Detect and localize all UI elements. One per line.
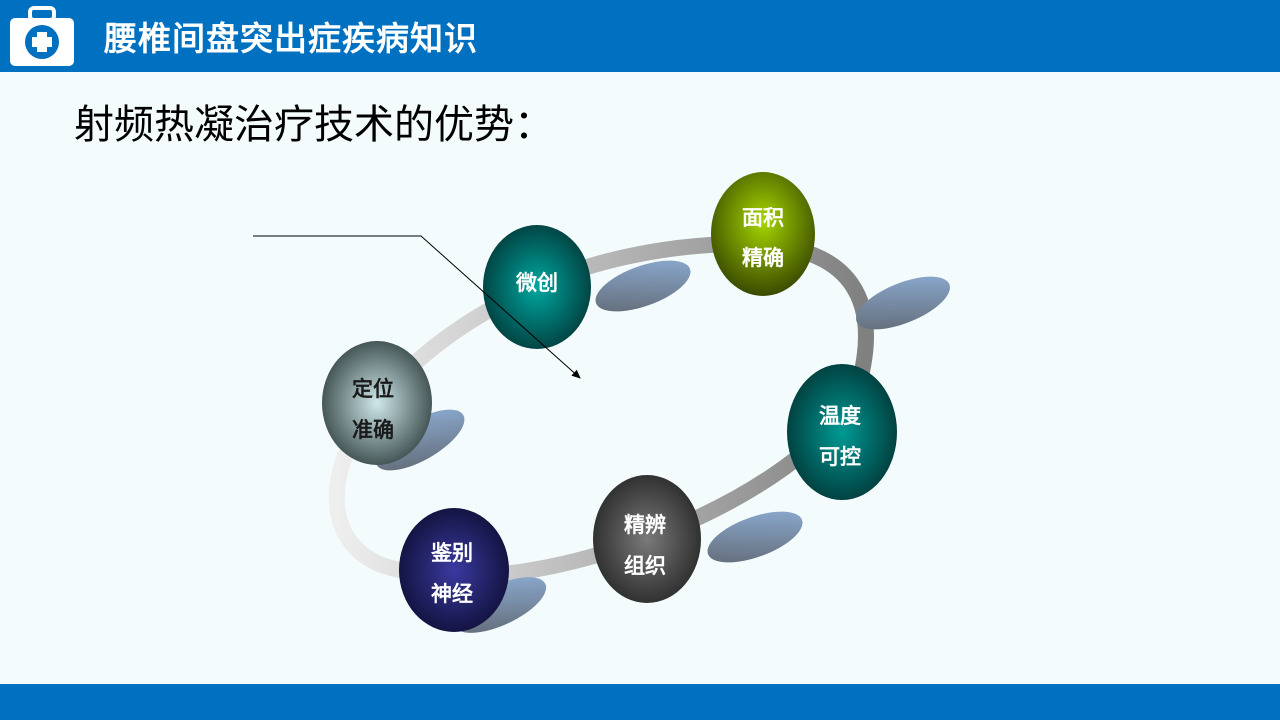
node-label: 微创 <box>515 271 558 295</box>
node-label: 精辨 <box>624 513 666 537</box>
callout-arrow <box>253 235 581 379</box>
node-label: 温度 <box>819 404 861 428</box>
node-label: 神经 <box>431 582 473 606</box>
node-label: 准确 <box>352 418 394 442</box>
header-bar: 腰椎间盘突出症疾病知识 <box>0 0 1280 72</box>
header-title: 腰椎间盘突出症疾病知识 <box>104 19 478 58</box>
node-temperature-control: 温度 可控 <box>787 364 897 500</box>
node-precise-area: 面积 精确 <box>711 172 815 296</box>
node-label: 精确 <box>742 246 784 270</box>
node-label: 定位 <box>352 377 394 401</box>
node-accurate-positioning: 定位 准确 <box>322 341 432 465</box>
node-label: 面积 <box>742 206 784 230</box>
node-label: 组织 <box>624 554 666 578</box>
node-label: 可控 <box>819 445 861 469</box>
node-nerve-identification: 鉴别 神经 <box>399 508 509 632</box>
medical-kit-icon <box>10 6 74 66</box>
footer-bar <box>0 684 1280 720</box>
node-label: 鉴别 <box>430 541 473 565</box>
node-minimally-invasive: 微创 <box>483 225 591 349</box>
node-tissue-discrimination: 精辨 组织 <box>593 475 701 603</box>
slide-subtitle: 射频热凝治疗技术的优势： <box>74 102 554 148</box>
